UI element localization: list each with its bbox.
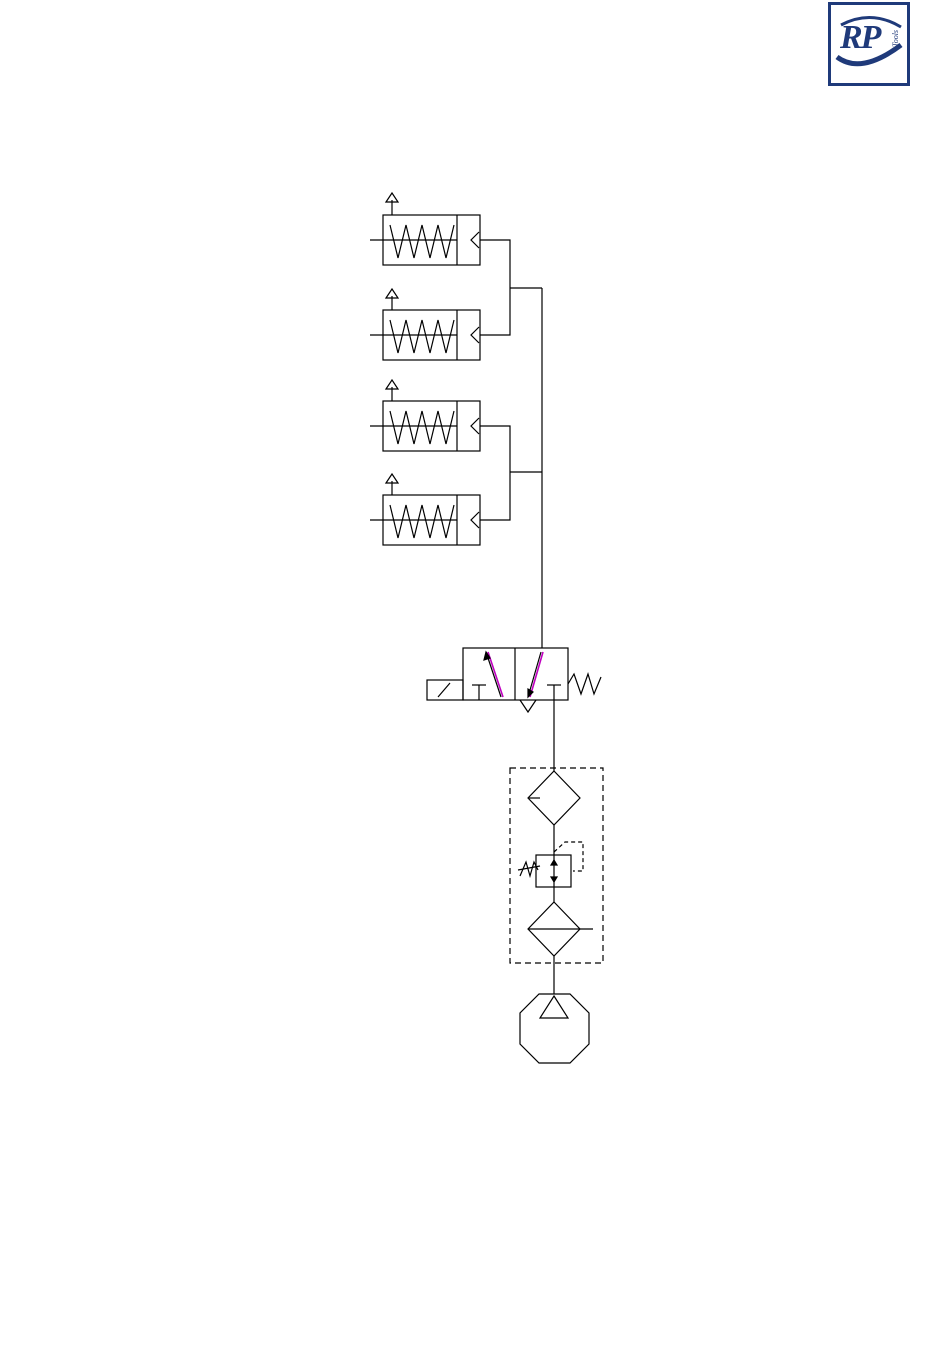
compressor [520, 994, 589, 1063]
solenoid-icon [427, 680, 463, 700]
single-acting-cylinder-3 [370, 380, 480, 451]
single-acting-cylinder-4 [370, 474, 480, 545]
single-acting-cylinder-2 [370, 289, 480, 360]
solenoid-valve-3-2 [427, 648, 601, 712]
supply-piping [480, 240, 542, 648]
single-acting-cylinder-1 [370, 193, 480, 265]
spring-icon [568, 674, 601, 694]
frl-unit [510, 768, 603, 994]
